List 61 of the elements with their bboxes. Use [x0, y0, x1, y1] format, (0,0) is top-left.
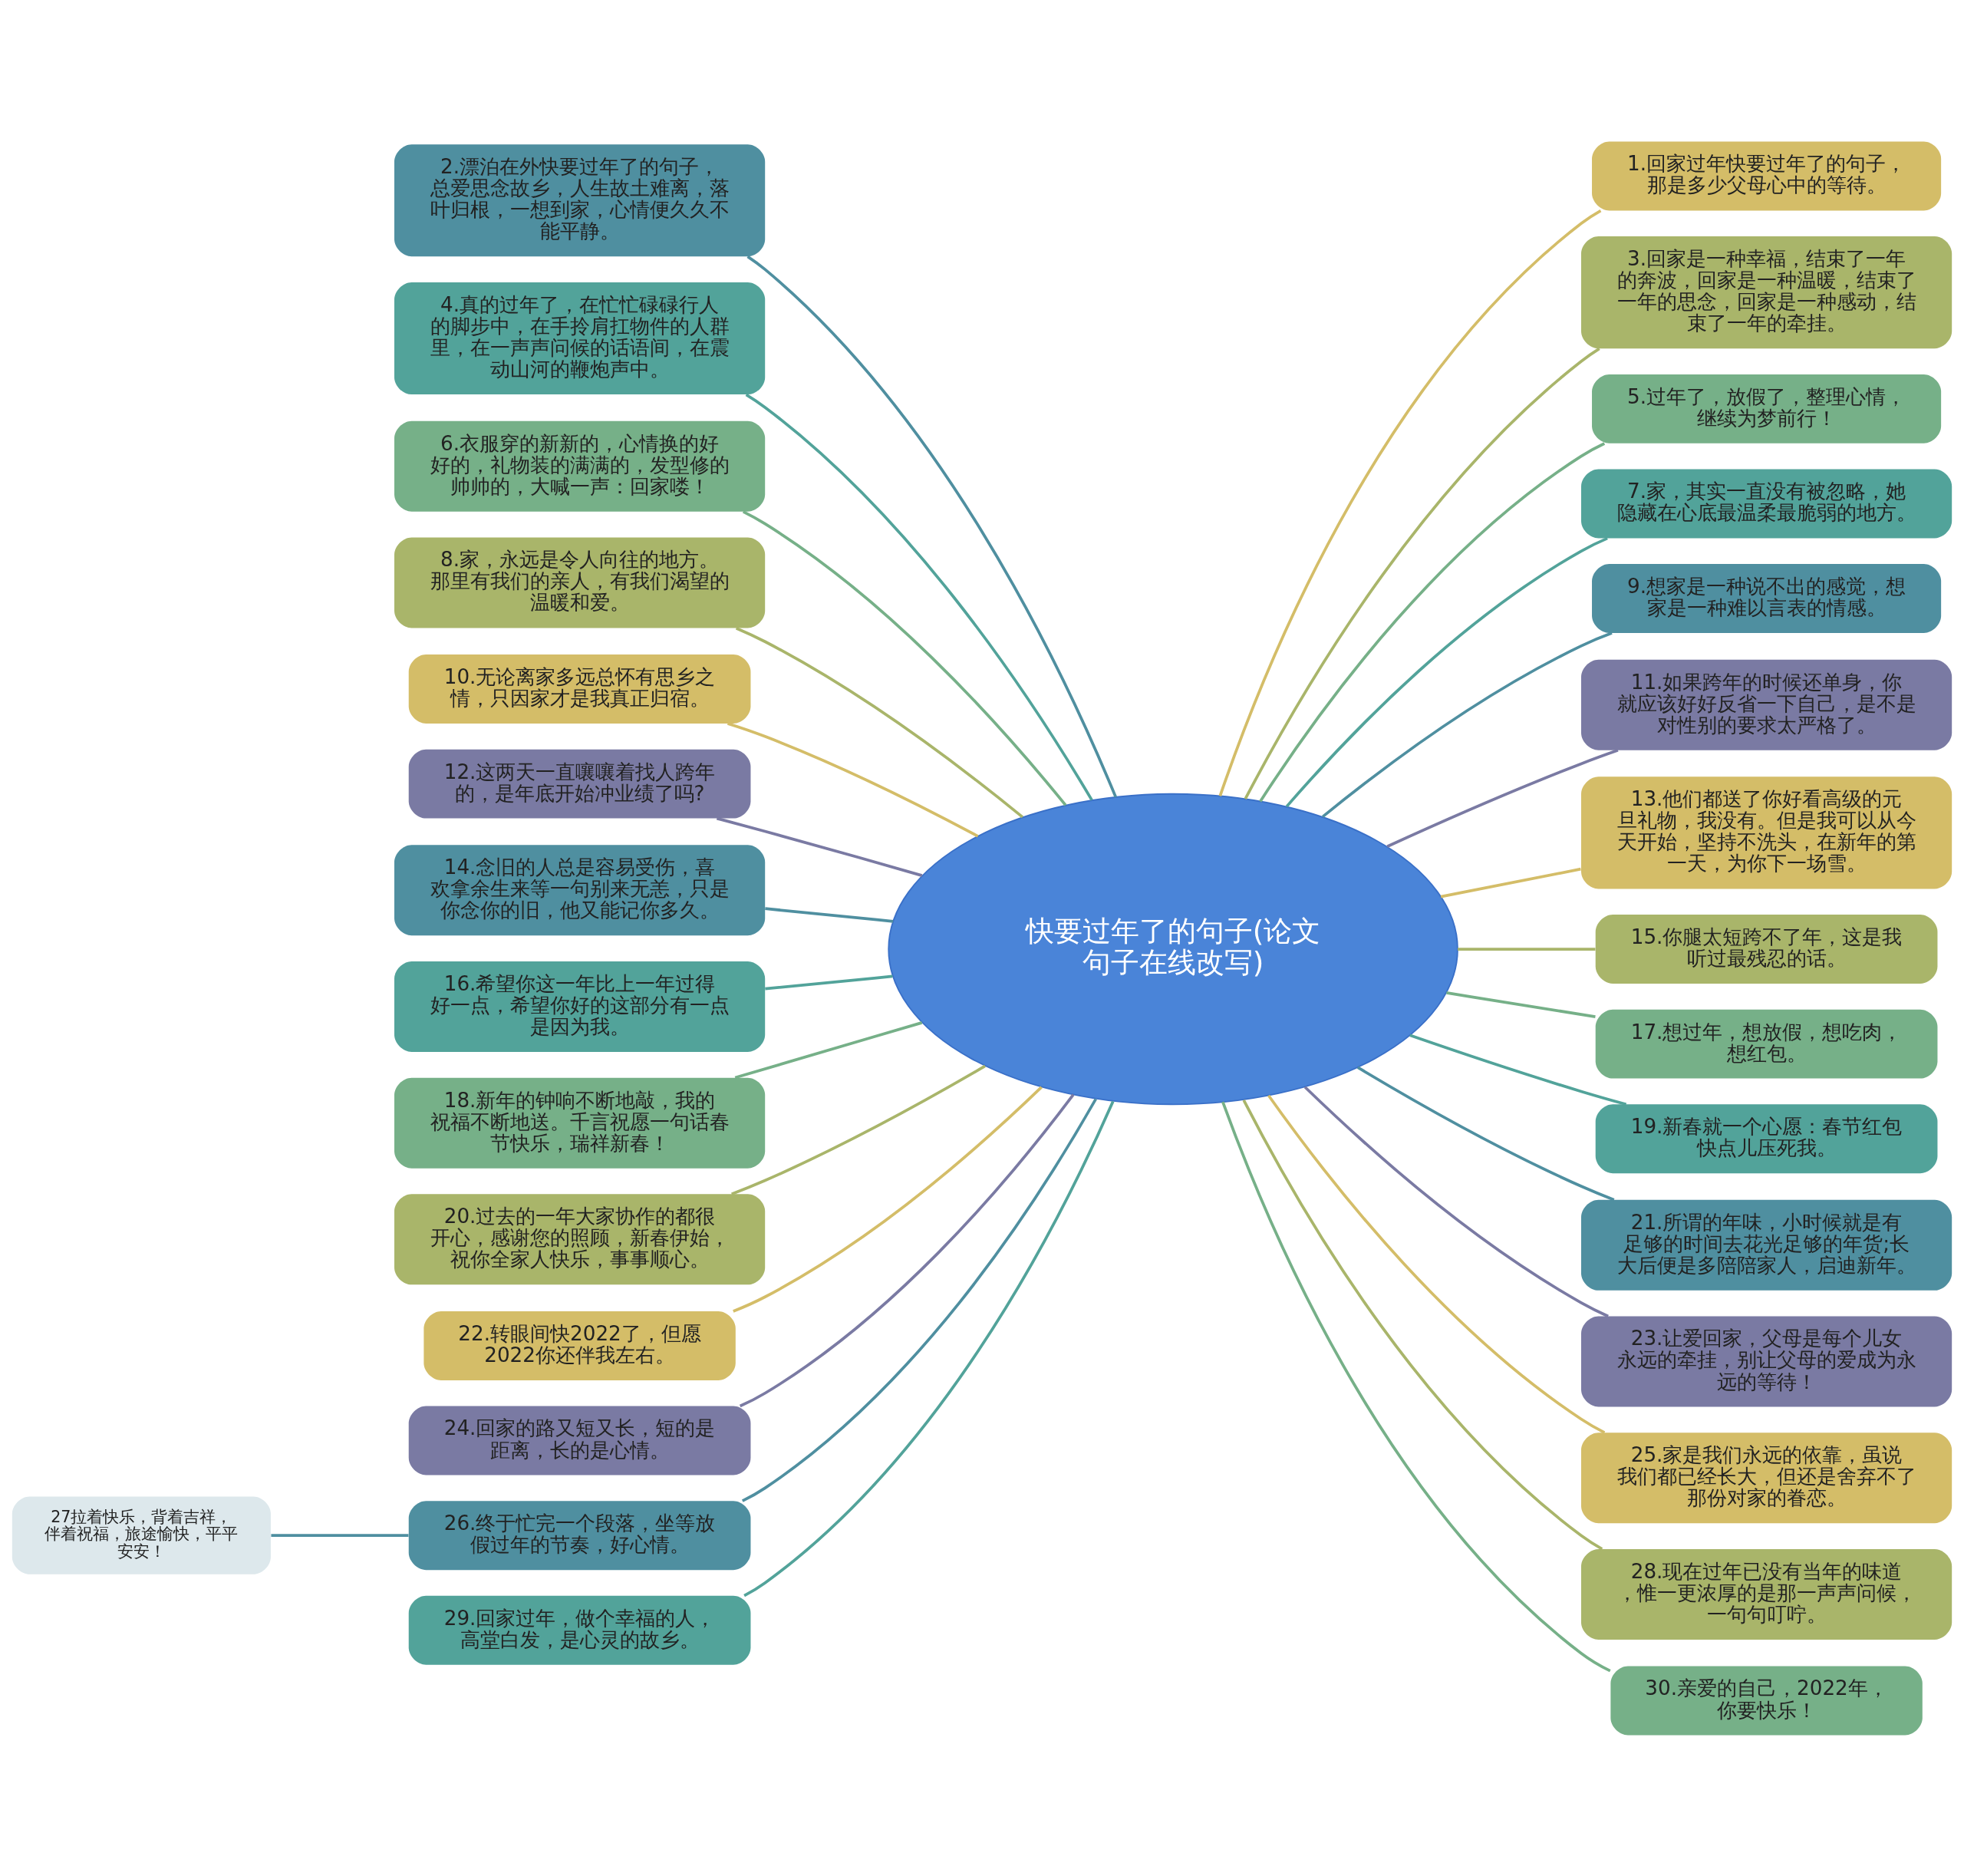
node-box: 9.想家是一种说不出的感觉，想家是一种难以言表的情感。: [1592, 563, 1942, 633]
connector: [1446, 991, 1596, 1018]
connector: [741, 1097, 1097, 1502]
node-box: 8.家，永远是令人向往的地方。那里有我们的亲人，有我们渴望的温暖和爱。: [394, 536, 766, 628]
connector: [735, 626, 1024, 818]
node-box: 6.衣服穿的新新的，心情换的好好的，礼物装的满满的，发型修的帅帅的，大喊一声：回家喽！: [394, 420, 766, 512]
node-box: 25.家是我们永远的依靠，虽说我们都已经长大，但还是舍弃不了那份对家的眷恋。: [1581, 1432, 1952, 1523]
node-box: 11.如果跨年的时候还单身，你就应该好好反省一下自己，是不是对性别的要求太严格了。: [1581, 659, 1952, 750]
node-ellipse: 快要过年了的句子(论文句子在线改写): [888, 793, 1458, 1105]
node-box: 12.这两天一直嚷嚷着找人跨年的，是年底开始冲业绩了吗?: [408, 749, 751, 819]
connector: [731, 1064, 986, 1195]
connector: [746, 255, 1118, 798]
connector: [745, 393, 1093, 801]
connector: [743, 1100, 1115, 1597]
connector: [1285, 536, 1608, 807]
node-box: 29.回家过年，做个幸福的人，高堂白发，是心灵的故乡。: [408, 1595, 751, 1665]
node-box: 23.让爱回家，父母是每个儿女永远的牵挂，别让父母的爱成为永远的等待！: [1581, 1316, 1952, 1407]
connector: [727, 721, 979, 837]
node-box: 5.过年了，放假了，整理心情，继续为梦前行！: [1592, 374, 1942, 443]
node-box: 24.回家的路又短又长，短的是距离，长的是心情。: [408, 1406, 751, 1475]
node-box: 7.家，其实一直没有被忽略，她隐藏在心底最温柔最脆弱的地方。: [1581, 469, 1952, 538]
node-box: 2.漂泊在外快要过年了的句子，总爱思念故乡，人生故土难离，落叶归根，一想到家，心情便久久不能平静。: [394, 143, 766, 256]
connector: [742, 509, 1067, 806]
node-box: 15.你腿太短跨不了年，这是我听过最残忍的话。: [1595, 914, 1938, 984]
connector: [1386, 748, 1619, 848]
node-box: 21.所谓的年味，小时候就是有足够的时间去花光足够的年货;长大后便是多陪陪家人，启迪新年。: [1581, 1199, 1952, 1291]
connector: [716, 816, 923, 877]
connector: [1458, 947, 1596, 951]
connector: [1321, 631, 1613, 818]
connector: [1356, 1066, 1615, 1201]
connector: [1218, 209, 1602, 796]
node-box: 1.回家过年快要过年了的句子，那是多少父母心中的等待。: [1592, 141, 1942, 210]
node-box: 10.无论离家多远总怀有思乡之情，只因家才是我真正归宿。: [408, 654, 751, 724]
node-box: 14.念旧的人总是容易受伤，喜欢拿余生来等一句别来无恙，只是你念你的旧，他又能记你多久。: [394, 844, 766, 935]
node-box: 26.终于忙完一个段落，坐等放假过年的节奏，好心情。: [408, 1500, 751, 1570]
connector: [734, 1020, 923, 1079]
connector: [1303, 1085, 1609, 1317]
node-box: 19.新春就一个心愿：春节红包快点儿压死我。: [1595, 1103, 1938, 1173]
node-box: 28.现在过年已没有当年的味道，惟一更浓厚的是那一声声问候，一句句叮咛。: [1581, 1548, 1952, 1640]
node-box: 27拉着快乐，背着吉祥，伴着祝福，旅途愉快，平平安安！: [12, 1496, 271, 1574]
connector: [765, 906, 894, 923]
connector: [1259, 441, 1606, 802]
connector: [765, 974, 893, 990]
node-box: 17.想过年，想放假，想吃肉，想红包。: [1595, 1009, 1938, 1079]
node-box: 16.希望你这一年比上一年过得好一点，希望你好的这部分有一点是因为我。: [394, 961, 766, 1052]
connector: [1244, 347, 1600, 800]
node-box: 4.真的过年了，在忙忙碌碌行人的脚步中，在手拎肩扛物件的人群里，在一声声问候的话语间，在震动山河的鞭炮声中。: [394, 282, 766, 394]
connector: [1242, 1099, 1603, 1550]
connector: [739, 1093, 1075, 1407]
node-box: 13.他们都送了你好看高级的元旦礼物，我没有。但是我可以从今天开始，坚持不洗头，在新年的第一天，为你下一场雪。: [1581, 776, 1952, 889]
connector: [1267, 1094, 1606, 1434]
node-box: 20.过去的一年大家协作的都很开心，感谢您的照顾，新春伊始，祝你全家人快乐，事事顺心。: [394, 1193, 766, 1284]
connector: [733, 1086, 1043, 1313]
connector: [271, 1533, 409, 1537]
node-box: 30.亲爱的自己，2022年，你要快乐！: [1610, 1666, 1923, 1735]
node-box: 3.回家是一种幸福，结束了一年的奔波，回家是一种温暖，结束了一年的思念，回家是一种感动，结束了一年的牵挂。: [1581, 236, 1952, 348]
connector: [1221, 1101, 1611, 1672]
connector: [1409, 1034, 1627, 1106]
node-box: 22.转眼间快2022了，但愿2022你还伴我左右。: [423, 1311, 736, 1380]
connector: [1440, 867, 1581, 898]
node-box: 18.新年的钟响不断地敲，我的祝福不断地送。千言祝愿一句话春节快乐，瑞祥新春！: [394, 1077, 766, 1169]
